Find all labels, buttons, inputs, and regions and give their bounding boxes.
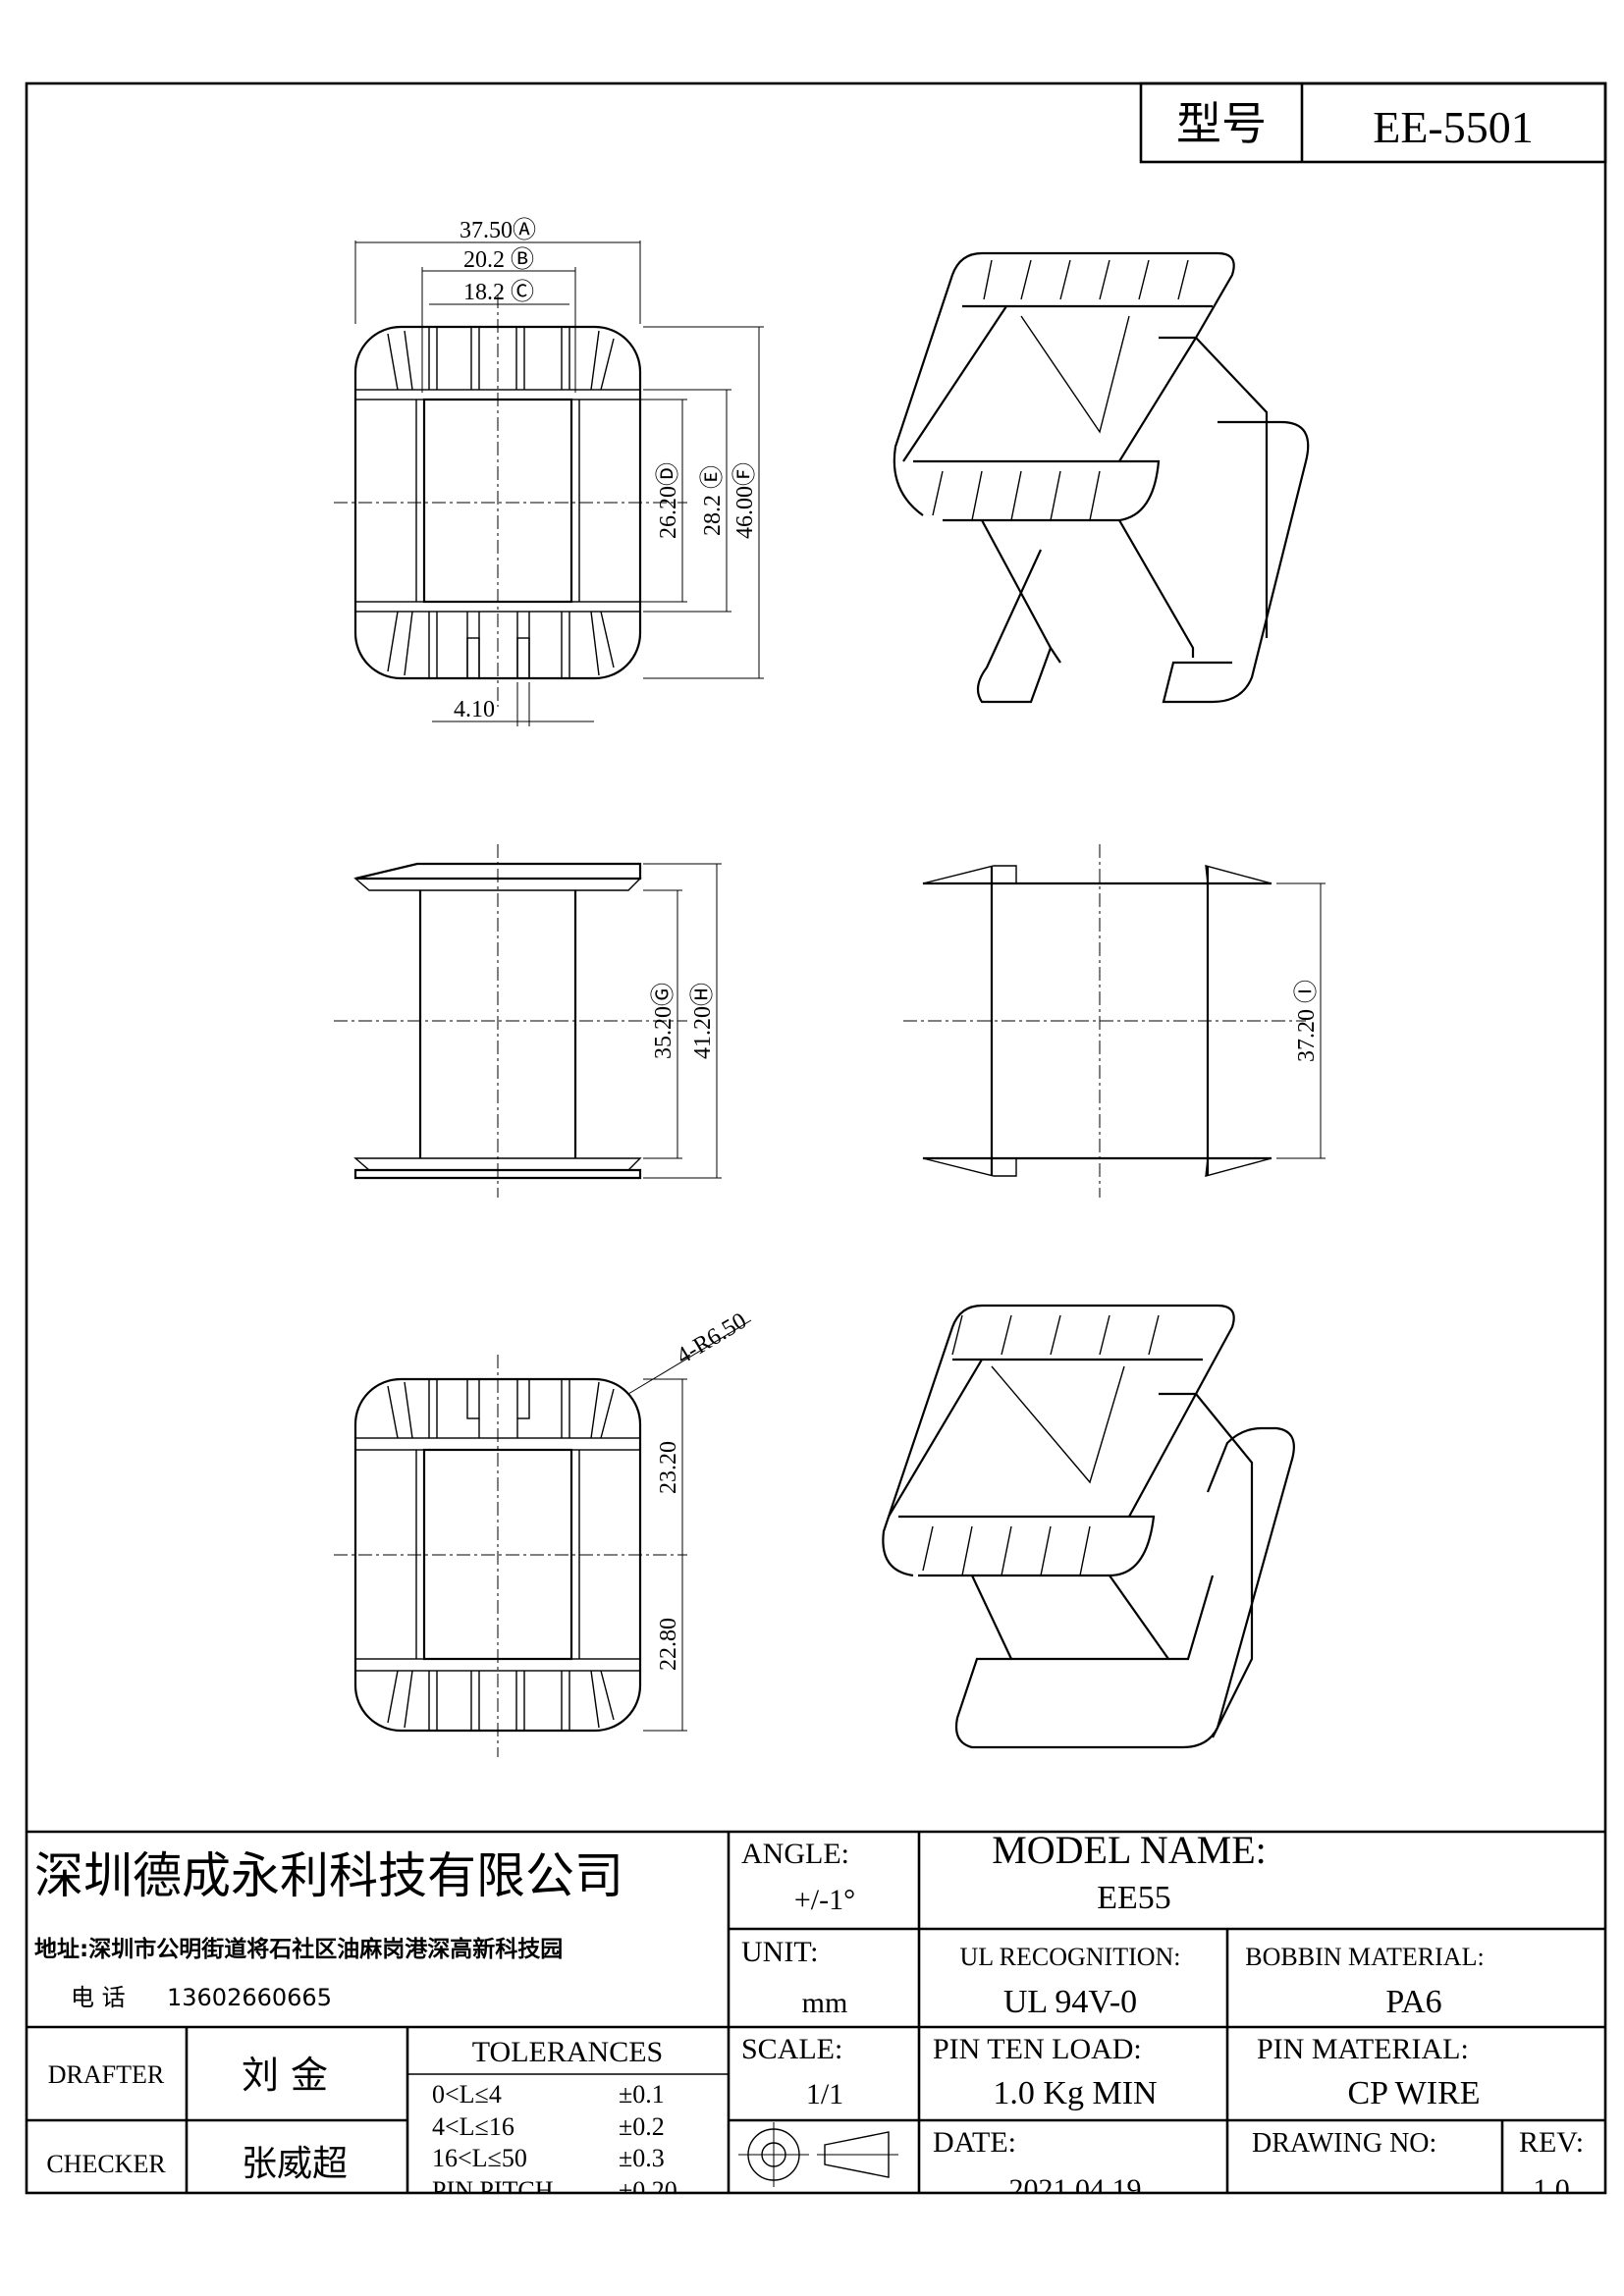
tolerances-label: TOLERANCES <box>472 2036 663 2068</box>
pin-load-label: PIN TEN LOAD: <box>933 2033 1142 2065</box>
dim-pin-gap: 4.10 <box>454 697 495 722</box>
company-address: 地址:深圳市公明街道将石社区油麻岗港深高新科技园 <box>34 1936 563 1962</box>
checker-label: CHECKER <box>46 2150 166 2178</box>
dim-c: 18.2 Ⓒ <box>463 279 534 305</box>
tol-value-4: ±0.20 <box>619 2176 677 2205</box>
date-label: DATE: <box>933 2126 1016 2159</box>
tol-range-1: 0<L≤4 <box>432 2080 502 2109</box>
dim-h: 41.20Ⓗ <box>689 983 716 1059</box>
rev-value: 1.0 <box>1533 2173 1570 2206</box>
unit-label: UNIT: <box>741 1936 819 1968</box>
dim-e: 28.2 Ⓔ <box>699 465 726 536</box>
pin-load-value: 1.0 Kg MIN <box>993 2075 1157 2111</box>
tol-value-1: ±0.1 <box>619 2080 665 2109</box>
phone-label: 电 话 <box>71 1984 126 2011</box>
bottom-view: 23.20 22.80 4-R6.50 <box>334 1308 752 1757</box>
iso-view-bottom <box>882 1304 1295 1749</box>
scale-label: SCALE: <box>741 2033 842 2065</box>
pin-material-label: PIN MATERIAL: <box>1257 2033 1469 2065</box>
dim-f: 46.00Ⓕ <box>731 462 758 539</box>
checker-name: 张威超 <box>242 2144 348 2184</box>
drawing-no-label: DRAWING NO: <box>1252 2128 1436 2159</box>
phone-number: 13602660665 <box>167 1984 332 2011</box>
drafter-label: DRAFTER <box>48 2060 165 2089</box>
tol-range-3: 16<L≤50 <box>432 2144 527 2172</box>
dim-g: 35.20Ⓖ <box>650 983 677 1059</box>
projection-symbol-icon <box>738 2122 898 2187</box>
dim-a: 37.50Ⓐ <box>460 217 536 243</box>
tol-range-4: PIN PITCH <box>432 2176 554 2205</box>
type-box: 型号 EE-5501 <box>1139 81 1607 164</box>
title-block: 深圳德成永利科技有限公司 地址:深圳市公明街道将石社区油麻岗港深高新科技园 电 … <box>27 1828 1605 2206</box>
iso-view-top <box>893 251 1310 704</box>
top-view: 37.50Ⓐ 20.2 Ⓑ 18.2 Ⓒ 26.20Ⓓ 28.2 Ⓔ 46.00… <box>334 217 764 726</box>
bobbin-label: BOBBIN MATERIAL: <box>1245 1943 1484 1971</box>
model-name: EE55 <box>1097 1880 1171 1916</box>
bobbin-value: PA6 <box>1385 1984 1441 2020</box>
ul-value: UL 94V-0 <box>1003 1984 1137 2020</box>
type-label: 型号 <box>1176 97 1267 150</box>
scale-value: 1/1 <box>806 2078 843 2110</box>
unit-value: mm <box>802 1987 848 2019</box>
angle-label: ANGLE: <box>741 1838 849 1870</box>
tol-range-2: 4<L≤16 <box>432 2112 514 2141</box>
dim-radius: 4-R6.50 <box>673 1308 751 1369</box>
dim-d: 26.20Ⓓ <box>655 462 681 539</box>
type-value: EE-5501 <box>1373 102 1534 152</box>
dim-b: 20.2 Ⓑ <box>463 246 534 273</box>
model-name-label: MODEL NAME: <box>992 1828 1267 1872</box>
tol-value-3: ±0.3 <box>619 2144 665 2172</box>
side-view-left: 35.20Ⓖ 41.20Ⓗ <box>334 844 722 1198</box>
dim-i: 37.20 Ⓘ <box>1293 980 1320 1062</box>
company-name: 深圳德成永利科技有限公司 <box>34 1847 623 1904</box>
ul-label: UL RECOGNITION: <box>959 1943 1180 1971</box>
drawing-frame <box>25 81 1607 2195</box>
rev-label: REV: <box>1519 2126 1584 2159</box>
pin-material-value: CP WIRE <box>1347 2075 1480 2111</box>
side-view-right: 37.20 Ⓘ <box>903 844 1326 1198</box>
tol-value-2: ±0.2 <box>619 2112 665 2141</box>
drafter-name: 刘 金 <box>242 2054 328 2097</box>
dim-lower: 22.80 <box>656 1618 681 1671</box>
angle-value: +/-1° <box>794 1884 855 1916</box>
date-value: 2021.04.19 <box>1009 2173 1142 2206</box>
dim-upper: 23.20 <box>656 1441 681 1494</box>
